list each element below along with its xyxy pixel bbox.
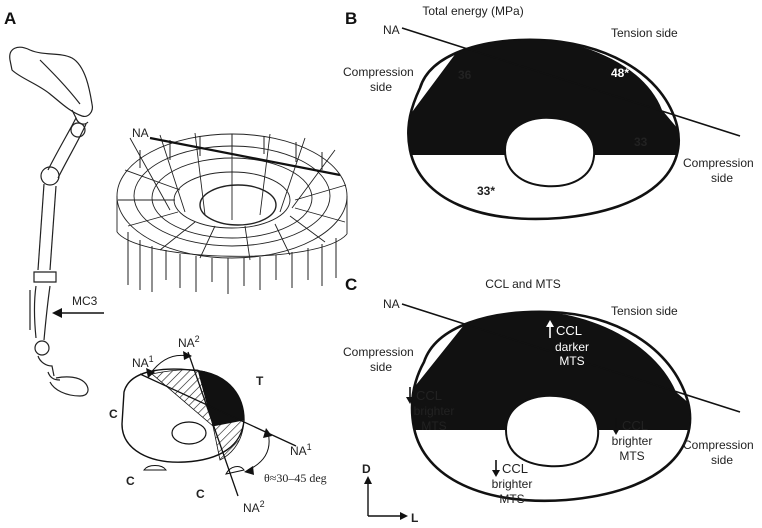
mesh-na-label: NA bbox=[132, 126, 149, 140]
left-annotation: CCL brighter MTS bbox=[406, 387, 454, 433]
panel-a-letter: A bbox=[4, 9, 16, 28]
fe-mesh-struts bbox=[127, 134, 337, 294]
right-mts-line1: brighter bbox=[612, 434, 653, 448]
panel-b-compression-right-2: side bbox=[711, 171, 733, 185]
panel-b-compression-left-1: Compression bbox=[343, 65, 414, 79]
panel-b-letter: B bbox=[345, 9, 357, 28]
tension-mts-line1: darker bbox=[555, 340, 589, 354]
tension-mts-line2: MTS bbox=[559, 354, 584, 368]
bottom-ccl: CCL bbox=[502, 461, 528, 476]
na1-top-label: NA1 bbox=[132, 354, 154, 370]
left-mts-line1: brighter bbox=[414, 404, 455, 418]
bottom-annotation: CCL brighter MTS bbox=[492, 460, 533, 506]
lateral-arrow-icon bbox=[400, 512, 408, 520]
panel-b-title: Total energy (MPa) bbox=[422, 4, 523, 18]
right-mts-line2: MTS bbox=[619, 449, 644, 463]
theta-label: θ≈30–45 deg bbox=[264, 471, 327, 485]
bottom-mts-line1: brighter bbox=[492, 477, 533, 491]
horse-limb-skeleton bbox=[9, 46, 93, 397]
panel-b-compression-left-2: side bbox=[370, 80, 392, 94]
panel-c-neutral-axis bbox=[401, 303, 741, 413]
panel-b-value-top-right: 48* bbox=[611, 66, 629, 80]
panel-c-compression-right-1: Compression bbox=[683, 438, 754, 452]
axis-d-label: D bbox=[362, 462, 371, 476]
left-mts-line2: MTS bbox=[421, 419, 446, 433]
left-arrowhead bbox=[406, 397, 414, 404]
compression-c-bottom-left: C bbox=[126, 474, 135, 488]
na2-axis bbox=[187, 351, 239, 497]
mesh-neutral-axis bbox=[149, 136, 341, 177]
panel-c-compression-left-1: Compression bbox=[343, 345, 414, 359]
mc3-label: MC3 bbox=[72, 294, 98, 308]
arc-bottom-arrowhead-bottom bbox=[244, 466, 254, 475]
panel-c-title: CCL and MTS bbox=[485, 277, 561, 291]
left-ccl: CCL bbox=[416, 388, 442, 403]
panel-c-tension-label: Tension side bbox=[611, 304, 678, 318]
tension-arrowhead bbox=[546, 320, 554, 327]
na2-bottom-label: NA2 bbox=[243, 499, 265, 515]
arc-top-arrowhead-right bbox=[183, 351, 192, 360]
arc-bottom-arrowhead-top bbox=[263, 428, 272, 438]
tension-annotation: CCL darker MTS bbox=[546, 320, 589, 368]
panel-b-tension-label: Tension side bbox=[611, 26, 678, 40]
right-ccl: CCL bbox=[622, 418, 648, 433]
panel-b-value-top-left: 36 bbox=[458, 68, 472, 82]
panel-c-compression-left-2: side bbox=[370, 360, 392, 374]
right-arrowhead bbox=[612, 428, 620, 435]
arc-top-arrowhead-left bbox=[146, 368, 155, 378]
panel-c-compression-right-2: side bbox=[711, 453, 733, 467]
rotation-arc-bottom bbox=[247, 431, 270, 471]
panel-b-neutral-axis bbox=[401, 27, 741, 137]
right-annotation: CCL brighter MTS bbox=[612, 418, 653, 463]
dorsal-arrow-icon bbox=[364, 476, 372, 484]
small-cross-section bbox=[121, 368, 245, 475]
tension-ccl: CCL bbox=[556, 323, 582, 338]
panel-c-cross-section bbox=[410, 310, 692, 503]
panel-c-na-label: NA bbox=[383, 297, 400, 311]
panel-b-value-bottom-left: 33* bbox=[477, 184, 495, 198]
panel-b-na-label: NA bbox=[383, 23, 400, 37]
panel-b-cross-section bbox=[407, 38, 681, 221]
fe-mesh bbox=[116, 132, 348, 261]
na1-right-label: NA1 bbox=[290, 442, 312, 458]
panel-b-compression-right-1: Compression bbox=[683, 156, 754, 170]
panel-b-value-right: 33 bbox=[634, 135, 648, 149]
orientation-axes bbox=[364, 476, 408, 520]
na2-top-label: NA2 bbox=[178, 334, 200, 350]
panel-c-letter: C bbox=[345, 275, 357, 294]
compression-c-bottom-mid: C bbox=[196, 487, 205, 501]
compression-c-left: C bbox=[109, 407, 118, 421]
tension-t-label: T bbox=[256, 374, 264, 388]
axis-l-label: L bbox=[411, 511, 418, 525]
bottom-arrowhead bbox=[492, 470, 500, 477]
mc3-arrow bbox=[52, 308, 104, 318]
bottom-mts-line2: MTS bbox=[499, 492, 524, 506]
